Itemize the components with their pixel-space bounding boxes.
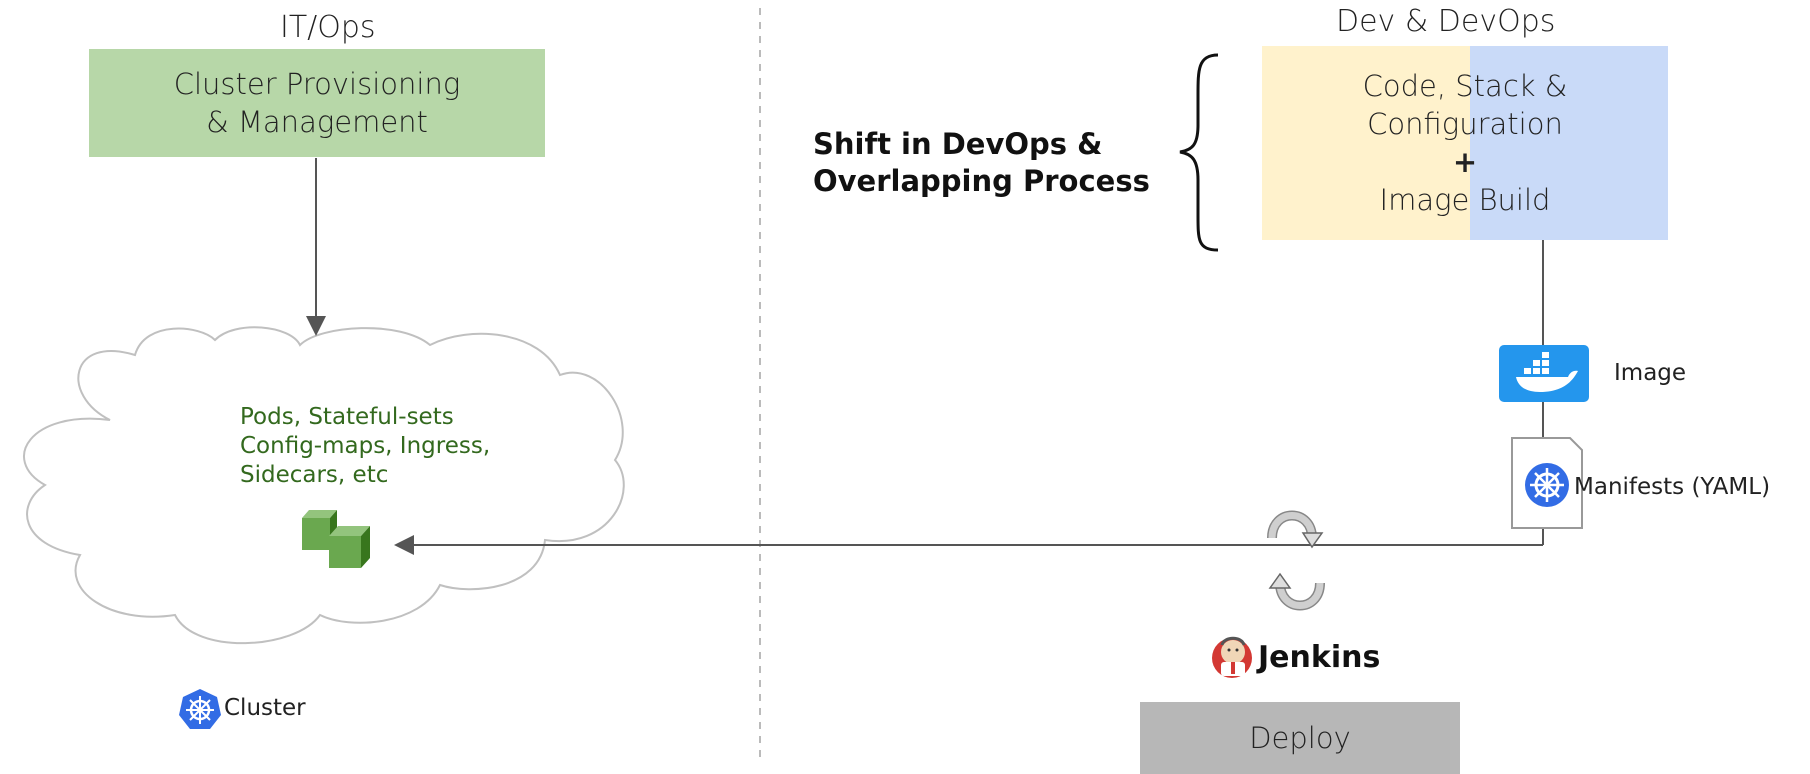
- jenkins-label: Jenkins: [1258, 640, 1381, 675]
- deploy-label: Deploy: [1249, 721, 1351, 755]
- workload-cubes-icon: [302, 510, 370, 568]
- deploy-box-bg: [1140, 702, 1460, 774]
- code-stack-box: Code, Stack & Configuration + Image Buil…: [1262, 46, 1668, 240]
- deploy-box[interactable]: Deploy: [1140, 702, 1460, 774]
- code-box-left: [1262, 46, 1470, 240]
- code-box-right: [1470, 46, 1668, 240]
- cloud-text-line-1: Pods, Stateful-sets: [240, 404, 454, 430]
- kubernetes-icon: [179, 689, 221, 729]
- code-box-line-2: Configuration: [1367, 107, 1563, 141]
- cloud-text-line-2: Config-maps, Ingress,: [240, 433, 491, 459]
- shift-label-line-1: Shift in DevOps &: [813, 127, 1103, 161]
- cloud-resources-text: Pods, Stateful-sets Config-maps, Ingress…: [240, 403, 490, 490]
- code-box-plus: +: [1452, 145, 1478, 179]
- provisioning-line-1: Cluster Provisioning: [173, 67, 461, 101]
- manifests-label: Manifests (YAML): [1574, 474, 1771, 500]
- cluster-label: Cluster: [224, 695, 306, 721]
- shift-label-line-2: Overlapping Process: [813, 164, 1150, 198]
- code-box-line-1: Code, Stack &: [1362, 69, 1568, 103]
- shift-label: Shift in DevOps & Overlapping Process: [813, 126, 1150, 200]
- cloud-text-line-3: Sidecars, etc: [240, 462, 389, 488]
- left-section-header: IT/Ops: [280, 10, 376, 45]
- overlap-brace: [1179, 53, 1219, 252]
- manifest-document-icon: [1511, 437, 1583, 529]
- provisioning-line-2: & Management: [206, 105, 428, 139]
- right-section-header: Dev & DevOps: [1336, 4, 1556, 39]
- provisioning-box: Cluster Provisioning & Management: [89, 49, 545, 157]
- jenkins-logo-icon: [1212, 636, 1252, 678]
- image-label: Image: [1614, 360, 1687, 386]
- docker-icon: [1499, 345, 1589, 402]
- cluster-cloud: [23, 326, 625, 645]
- code-box-line-3: Image Build: [1379, 183, 1551, 217]
